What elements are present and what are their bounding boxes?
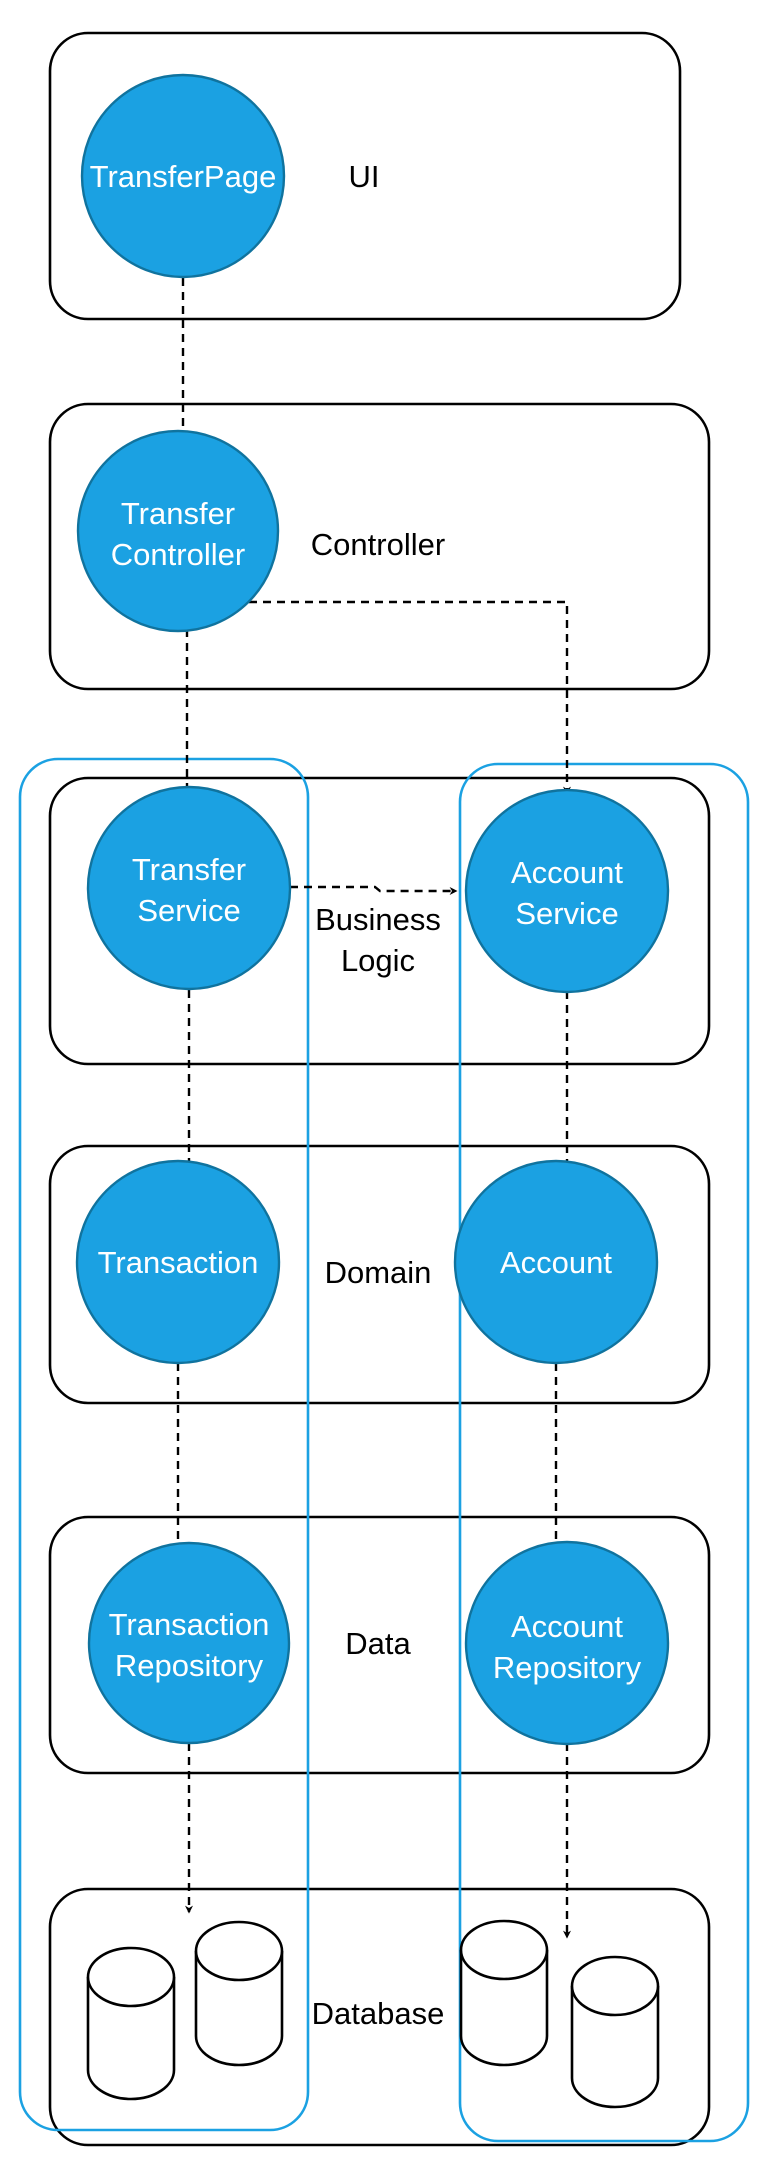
svg-text:TransferPage: TransferPage (90, 159, 277, 194)
node-transfer-service[interactable]: Transfer Service (86, 785, 292, 991)
layer-label-database: Database (312, 1996, 445, 2031)
node-transaction[interactable]: Transaction (75, 1159, 281, 1365)
svg-text:Transaction: Transaction (98, 1245, 259, 1280)
node-account-repository[interactable]: Account Repository (464, 1540, 670, 1746)
layer-label-business-line-2: Logic (341, 943, 415, 978)
node-label: TransferPage (90, 159, 277, 194)
node-label-line-2: Service (515, 896, 618, 931)
database-icon (570, 1955, 660, 2109)
node-account[interactable]: Account (453, 1159, 659, 1365)
node-label-line-2: Controller (111, 537, 245, 572)
layer-label-business-line-1: Business (315, 902, 441, 937)
svg-text:Account: Account (511, 1609, 623, 1644)
node-label-line-2: Repository (115, 1648, 264, 1683)
svg-text:Transfer: Transfer (121, 496, 235, 531)
edge-transfercontroller-to-accountservice (249, 600, 571, 795)
svg-text:Account: Account (500, 1245, 612, 1280)
svg-text:Service: Service (137, 893, 240, 928)
database-icon (194, 1920, 284, 2067)
node-label-line-2: Repository (493, 1650, 642, 1685)
node-label-line-1: Transaction (109, 1607, 270, 1642)
database-icon (86, 1946, 176, 2101)
group-transfer-slice (18, 757, 310, 2132)
node-transfer-controller[interactable]: Transfer Controller (76, 429, 280, 633)
group-account-slice (458, 762, 750, 2143)
edge-transferservice-to-accountservice (290, 885, 458, 895)
svg-text:Controller: Controller (111, 537, 245, 572)
node-transaction-repository[interactable]: Transaction Repository (87, 1541, 291, 1745)
svg-text:Account: Account (511, 855, 623, 890)
node-label-line-1: Transfer (121, 496, 235, 531)
database-icon (459, 1919, 549, 2067)
node-label-line-2: Service (137, 893, 240, 928)
layer-label-controller: Controller (311, 527, 445, 562)
svg-text:Repository: Repository (115, 1648, 264, 1683)
layer-label-data: Data (345, 1626, 411, 1661)
node-label-line-1: Transfer (132, 852, 246, 887)
layer-label-domain: Domain (325, 1255, 432, 1290)
svg-text:Transaction: Transaction (109, 1607, 270, 1642)
node-label-line-1: Account (511, 855, 623, 890)
layer-label-ui: UI (349, 159, 380, 194)
node-label-line-1: Account (511, 1609, 623, 1644)
svg-text:Service: Service (515, 896, 618, 931)
svg-text:Repository: Repository (493, 1650, 642, 1685)
node-transfer-page[interactable]: TransferPage (80, 73, 286, 279)
node-account-service[interactable]: Account Service (464, 788, 670, 994)
node-label: Account (500, 1245, 612, 1280)
svg-text:Transfer: Transfer (132, 852, 246, 887)
node-label: Transaction (98, 1245, 259, 1280)
